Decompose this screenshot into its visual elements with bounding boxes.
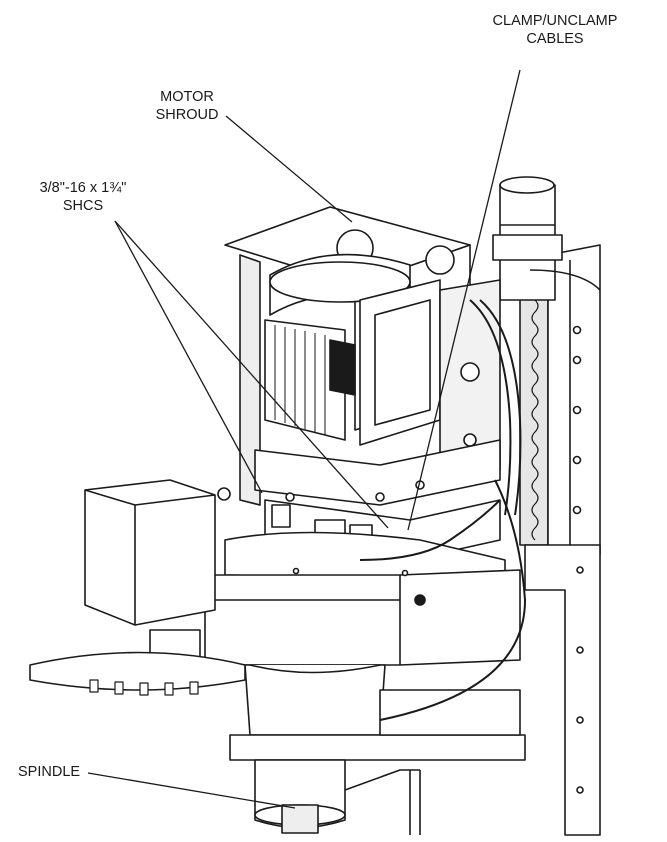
- leader-motor-shroud: [225, 115, 353, 223]
- leader-clamp-cables: [407, 69, 521, 531]
- callout-shcs-line1: 3/8"-16 x 1¾": [39, 180, 127, 196]
- counterbalance-cylinder: [492, 176, 601, 301]
- callout-spindle: SPINDLE: [18, 764, 81, 780]
- callout-motor-shroud: MOTOR SHROUD: [132, 88, 242, 124]
- callout-clamp-line1: CLAMP/UNCLAMP: [492, 13, 618, 29]
- callout-motor-line1: MOTOR: [160, 89, 214, 105]
- callout-clamp-unclamp-cables: CLAMP/UNCLAMP CABLES: [455, 12, 655, 48]
- column-rail: [519, 244, 601, 561]
- head-casting: [204, 531, 521, 666]
- callout-motor-line2: SHROUD: [155, 107, 219, 123]
- leader-shcs-b: [114, 220, 389, 529]
- leader-lines: [87, 69, 521, 809]
- callout-shcs: 3/8"-16 x 1¾" SHCS: [8, 179, 158, 215]
- spindle-housing: [229, 664, 526, 834]
- callout-shcs-line2: SHCS: [62, 198, 104, 214]
- leader-shcs-a: [114, 220, 263, 494]
- callout-clamp-line2: CABLES: [526, 31, 584, 47]
- clamp-cables: [359, 299, 526, 721]
- spindle-motor: [264, 253, 501, 481]
- leader-spindle: [87, 772, 296, 809]
- tool-changer-box: [29, 479, 246, 696]
- lower-column: [409, 544, 601, 836]
